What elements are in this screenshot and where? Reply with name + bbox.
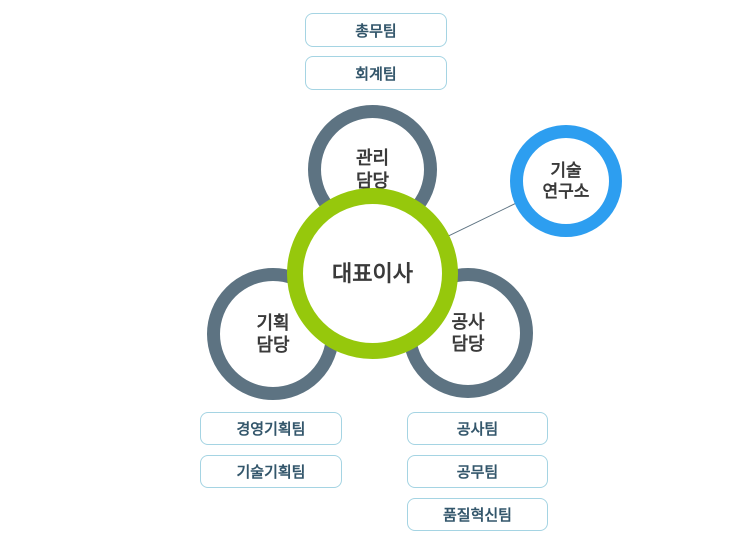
team-box-general-affairs: 총무팀 bbox=[305, 13, 447, 47]
ceo-circle: 대표이사 bbox=[287, 188, 458, 359]
research-institute-label-line1: 기술 bbox=[550, 160, 582, 180]
team-box-label: 경영기획팀 bbox=[236, 421, 306, 438]
team-box-construction: 공사팀 bbox=[407, 412, 548, 445]
team-box-label: 공사팀 bbox=[456, 421, 499, 438]
team-box-public-works: 공무팀 bbox=[407, 455, 548, 488]
team-box-technology-planning: 기술기획팀 bbox=[200, 455, 342, 488]
division-label-line2: 담당 bbox=[355, 170, 390, 191]
division-label-line2: 담당 bbox=[256, 335, 290, 355]
division-label-line1: 관리 bbox=[355, 148, 390, 168]
division-label-line1: 공사 bbox=[451, 311, 485, 332]
team-box-label: 기술기획팀 bbox=[236, 464, 306, 481]
team-box-label: 공무팀 bbox=[456, 464, 499, 481]
team-box-label: 총무팀 bbox=[355, 22, 397, 40]
division-label-line2: 담당 bbox=[451, 334, 485, 354]
ceo-label: 대표이사 bbox=[332, 260, 413, 286]
team-box-quality-innovation: 품질혁신팀 bbox=[407, 498, 548, 531]
team-box-accounting: 회계팀 bbox=[305, 56, 447, 90]
team-box-label: 품질혁신팀 bbox=[442, 507, 512, 524]
division-label-line1: 기획 bbox=[256, 312, 290, 333]
team-box-label: 회계팀 bbox=[355, 65, 397, 83]
team-box-management-planning: 경영기획팀 bbox=[200, 412, 342, 445]
research-institute-label-line2: 연구소 bbox=[542, 182, 590, 201]
